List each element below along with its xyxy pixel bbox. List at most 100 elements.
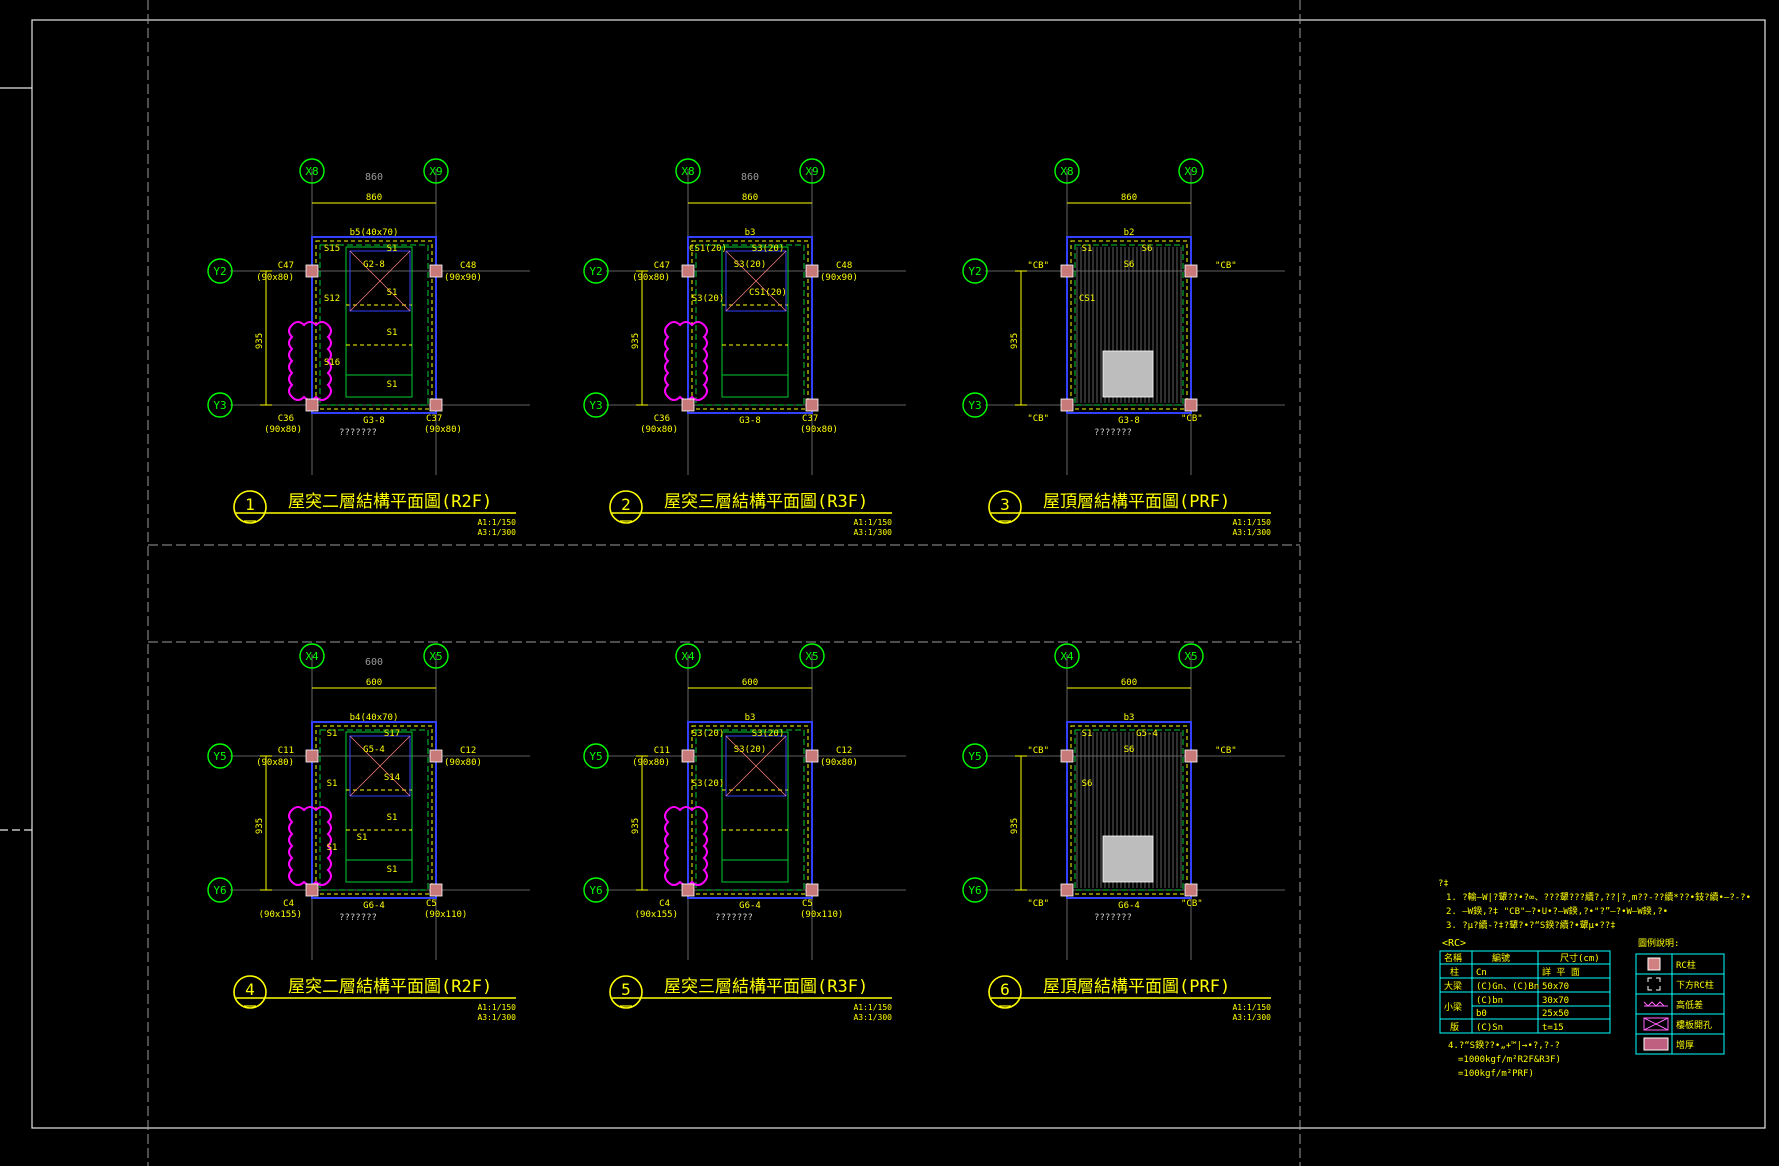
column-label-tr: C48	[836, 261, 852, 271]
rc-column	[429, 264, 443, 278]
interior-framing	[345, 246, 413, 398]
grid-bubble-y2-label: Y6	[589, 884, 602, 897]
rc-column	[1060, 749, 1074, 763]
columns	[305, 264, 443, 412]
grid-bubble-x2: X9	[799, 158, 825, 184]
plan-scale-a1: A1:1/150	[477, 518, 516, 527]
grid-bubble-x1: X8	[299, 158, 325, 184]
columns	[681, 264, 819, 412]
plan-title: 屋頂層結構平面圖(PRF)	[1043, 977, 1230, 997]
grid-bubble-y1-label: Y2	[589, 265, 602, 278]
rc-column	[1060, 883, 1074, 897]
slab-label: S1	[387, 244, 398, 254]
plan-scale-a3: A3:1/300	[1232, 1013, 1271, 1022]
column-size-br: (90x110)	[800, 910, 843, 920]
column-label-br: C5	[802, 899, 813, 909]
plan-title: 屋突三層結構平面圖(R3F)	[664, 492, 868, 512]
rc-column	[305, 398, 319, 412]
grid-bubble-y1: Y2	[583, 258, 609, 284]
column-label-br: "CB"	[1181, 414, 1203, 424]
grid-bubble-y2: Y6	[962, 877, 988, 903]
slab-label: S3(20)	[692, 729, 725, 739]
rc-cell: 大梁	[1444, 980, 1462, 992]
note-line-3: 3. ?μ?續-?‡?顰?•?“S鍨?續?•顰μ•??‡	[1446, 919, 1616, 931]
grid-bubble-y1: Y5	[962, 743, 988, 769]
rc-cell: 30x70	[1542, 996, 1569, 1006]
column-label-tl: C11	[278, 746, 294, 756]
level-difference-icon	[1643, 1001, 1668, 1007]
viewport-dividers	[147, 0, 1301, 1166]
dimension-side: 935	[631, 333, 641, 349]
rc-column	[429, 749, 443, 763]
column-size-br: (90x80)	[800, 425, 838, 435]
grid-bubble-x1: X8	[1054, 158, 1080, 184]
rc-schedule-table: <RC> 名稱 編號 尺寸(cm) 柱 Cn 詳 平 面 大梁 (C)Gn、(C…	[1439, 938, 1611, 1034]
dimension-side: 935	[631, 818, 641, 834]
beam-label-top: b3	[1124, 713, 1135, 723]
grid-bubble-y2-label: Y3	[213, 399, 226, 412]
column-below-icon	[1647, 977, 1661, 991]
beam-label-top: b3	[745, 713, 756, 723]
building-outline	[1066, 721, 1192, 899]
grid-bubble-x2-label: X5	[1184, 650, 1197, 663]
grid-bubble-x1: X4	[299, 643, 325, 669]
column-size-tr: (90x80)	[444, 758, 482, 768]
slab-label: S1	[357, 833, 368, 843]
grid-bubble-y2: Y3	[962, 392, 988, 418]
grid-bubble-x2-label: X5	[429, 650, 442, 663]
beam-label-bottom: G6-4	[1118, 901, 1140, 911]
dimensions	[636, 687, 812, 891]
legend-label-thickened: 增厚	[1676, 1039, 1694, 1051]
slab-label: S6	[1082, 779, 1093, 789]
column-label-bl: C36	[278, 414, 294, 424]
grid-bubble-y1: Y5	[583, 743, 609, 769]
slab-label: G5-4	[1136, 729, 1158, 739]
plan-scale-a1: A1:1/150	[477, 1003, 516, 1012]
slab-label: S3(20)	[692, 779, 725, 789]
slab-label: S1	[387, 288, 398, 298]
rc-column	[429, 883, 443, 897]
column-size-tl: (90x80)	[632, 758, 670, 768]
column-label-tl: "CB"	[1027, 746, 1049, 756]
grid-bubble-x1-label: X8	[1060, 165, 1073, 178]
rc-column	[805, 749, 819, 763]
grid-bubble-x2: X5	[1178, 643, 1204, 669]
interior-framing	[721, 731, 789, 883]
rc-column	[1060, 264, 1074, 278]
rc-header-code: 編號	[1492, 952, 1510, 964]
rc-column	[305, 264, 319, 278]
column-size-bl: (90x155)	[635, 910, 678, 920]
dimension-top-inner: 600	[742, 678, 758, 688]
slab-label: S1	[387, 813, 398, 823]
rc-column-icon	[1647, 957, 1661, 971]
plan-note: ???????	[339, 428, 377, 438]
grid-bubble-x2-label: X9	[429, 165, 442, 178]
dimension-top-inner: 600	[1121, 678, 1137, 688]
rc-column	[1184, 264, 1198, 278]
column-label-bl: "CB"	[1027, 414, 1049, 424]
dimension-top-inner: 600	[366, 678, 382, 688]
plan-note: ???????	[339, 913, 377, 923]
notes-extra-line-2: =100kgf/m²PRF)	[1458, 1069, 1534, 1079]
legend-label-slab-opening: 樓板開孔	[1676, 1019, 1712, 1031]
rc-cell: 25x50	[1542, 1009, 1569, 1019]
rc-table-caption: <RC>	[1442, 938, 1466, 949]
column-label-tr: C48	[460, 261, 476, 271]
thickened-icon	[1643, 1037, 1669, 1051]
dimension-top-outer: 600	[365, 657, 383, 668]
column-label-tl: "CB"	[1027, 261, 1049, 271]
rc-column	[305, 749, 319, 763]
plan-scale-a3: A3:1/300	[477, 528, 516, 537]
column-label-tr: "CB"	[1215, 746, 1237, 756]
columns	[1060, 749, 1198, 897]
rc-column	[805, 398, 819, 412]
grid-bubble-x1-label: X4	[305, 650, 319, 663]
rc-cell: b0	[1476, 1009, 1487, 1019]
dimension-side: 935	[255, 818, 265, 834]
column-label-tl: C47	[278, 261, 294, 271]
beam-label-bottom: G3-8	[739, 416, 761, 426]
rc-cell: 版	[1450, 1021, 1459, 1033]
slab-label: G5-4	[363, 745, 385, 755]
